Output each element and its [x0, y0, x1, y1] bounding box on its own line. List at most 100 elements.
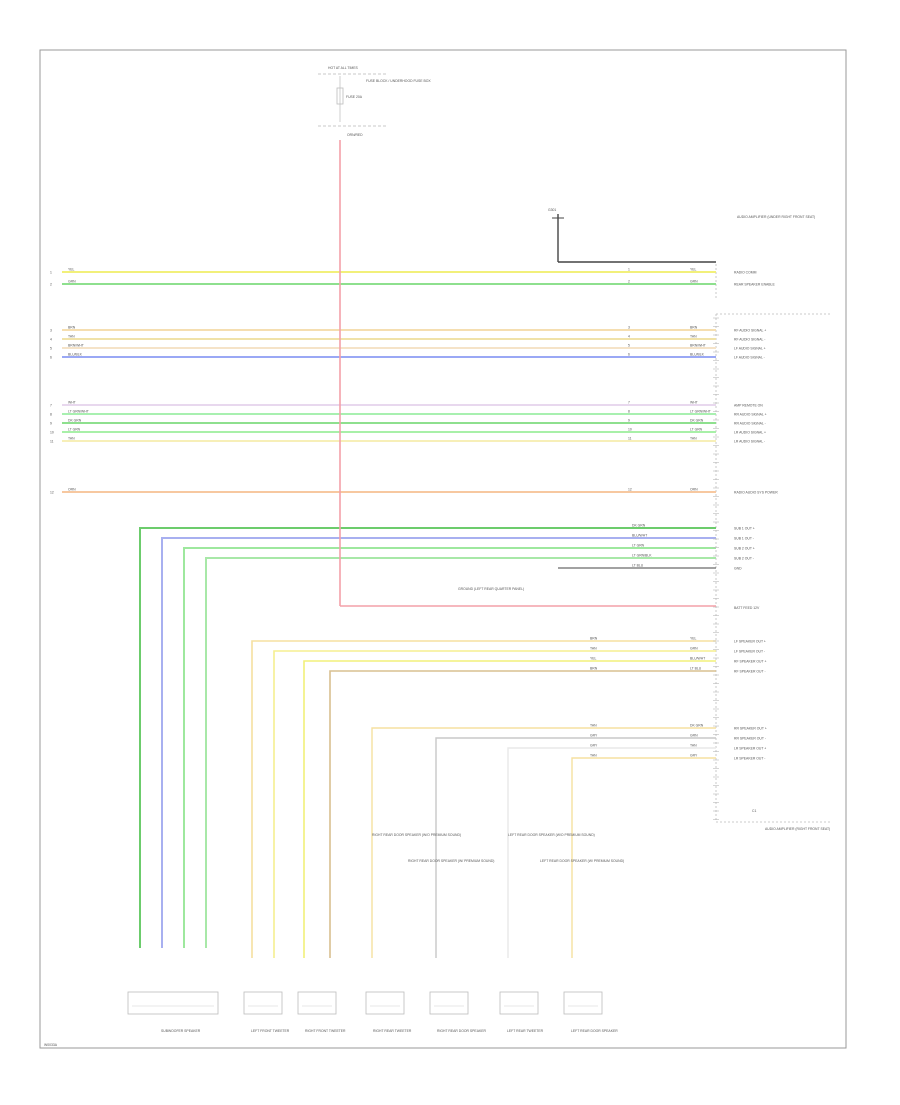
input-wire-number-3: 3: [50, 329, 52, 333]
amp-note-top: AUDIO AMPLIFIER (UNDER RIGHT FRONT SEAT): [737, 215, 815, 219]
lr-door-speaker-body: [563, 991, 603, 1015]
fuse-note: FUSE BLOCK / UNDERHOOD FUSE BOX: [366, 79, 431, 83]
subwoofer-wire-color-1: DK GRN: [632, 524, 646, 528]
input-wire-code-1: 1: [628, 268, 630, 272]
input-wire-color-left-8: LT GRN/WHT: [68, 410, 89, 414]
component-subwoofer: SUBWOOFER SPEAKER: [127, 991, 219, 1033]
subwoofer-body: [127, 991, 219, 1015]
subwoofer-wire-function-5: GND: [734, 567, 742, 571]
front-speaker-wire-function-3: RF SPEAKER OUT +: [734, 660, 766, 664]
ground-connection: G301 AUDIO AMPLIFIER (UNDER RIGHT FRONT …: [548, 208, 815, 263]
input-wire-color-left-3: BRN: [68, 326, 76, 330]
rear-speaker-wire-color-2: GRY: [590, 734, 598, 738]
input-wire-color-right-2: GRN: [690, 280, 698, 284]
input-wire-function-9: RR AUDIO SIGNAL -: [734, 422, 766, 426]
component-layer: SUBWOOFER SPEAKER LEFT FRONT TWEETER RIGHT…: [127, 991, 618, 1033]
component-rf-tweeter: RIGHT FRONT TWEETER: [297, 991, 346, 1033]
input-wire-code-10: 10: [628, 428, 632, 432]
input-wire-color-right-9: DK GRN: [690, 419, 704, 423]
power-wire: BATT FEED 12V: [339, 140, 760, 610]
input-wire-color-left-5: BRN/WHT: [68, 344, 84, 348]
rear-speaker-wire-function-2: RR SPEAKER OUT -: [734, 737, 766, 741]
rear-speaker-wire-right-4: GRY: [690, 754, 698, 758]
input-wire-function-7: AMP REMOTE ON: [734, 404, 763, 408]
input-wire-function-6: LF AUDIO SIGNAL -: [734, 356, 765, 360]
input-wire-code-7: 7: [628, 401, 630, 405]
fuse-label: HOT AT ALL TIMES: [328, 66, 359, 70]
input-wire-color-right-10: LT GRN: [690, 428, 703, 432]
rear-speaker-wire-color-4: TAN: [590, 754, 597, 758]
subwoofer-wire-color-4: LT GRN/BLK: [632, 554, 652, 558]
subwoofer-wire-function-4: SUB 2 OUT -: [734, 557, 754, 561]
input-wire-number-2: 2: [50, 283, 52, 287]
front-speaker-wire-function-1: LF SPEAKER OUT +: [734, 640, 766, 644]
rf-tweeter-label: RIGHT FRONT TWEETER: [305, 1029, 346, 1033]
input-wire-color-left-9: DK GRN: [68, 419, 82, 423]
input-wire-function-4: RF AUDIO SIGNAL -: [734, 338, 765, 342]
input-wire-number-12: 12: [50, 491, 54, 495]
input-wire-number-7: 7: [50, 404, 52, 408]
input-wire-code-5: 5: [628, 344, 630, 348]
connector-label: C1: [752, 809, 756, 813]
front-speaker-wire-2: [273, 650, 716, 958]
input-wire-code-12: 12: [628, 488, 632, 492]
rr-tweeter-body: [365, 991, 405, 1015]
input-wire-number-11: 11: [50, 440, 54, 444]
rear-speaker-wire-right-3: TAN: [690, 744, 697, 748]
lf-tweeter-label: LEFT FRONT TWEETER: [251, 1029, 290, 1033]
subwoofer-wire-3: [183, 547, 716, 948]
input-wire-color-left-4: TAN: [68, 335, 75, 339]
rear-speaker-wire-right-1: DK GRN: [690, 724, 704, 728]
front-speaker-wire-function-4: RF SPEAKER OUT -: [734, 670, 766, 674]
input-wire-color-right-12: ORN: [690, 488, 698, 492]
input-wire-color-left-12: ORN: [68, 488, 76, 492]
subwoofer-wire-function-2: SUB 1 OUT -: [734, 537, 754, 541]
lr-tweeter-body: [499, 991, 539, 1015]
subwoofer-wire-4: [205, 557, 716, 948]
ground-marker: G301: [548, 208, 556, 212]
input-wire-color-left-10: LT GRN: [68, 428, 81, 432]
subwoofer-wire-1: [139, 527, 716, 948]
door-note-2: RIGHT REAR DOOR SPEAKER (W/ PREMIUM SOUN…: [408, 859, 494, 863]
amp-note-bottom: AUDIO AMPLIFIER (RIGHT FRONT SEAT): [765, 827, 830, 831]
fuse-wire-label: ORN/RED: [347, 133, 363, 137]
input-wire-color-right-1: YEL: [690, 268, 697, 272]
fuse-id: FUSE 20A: [346, 95, 363, 99]
input-wire-code-2: 2: [628, 280, 630, 284]
subwoofer-wire-color-3: LT GRN: [632, 544, 645, 548]
input-wire-function-11: LR AUDIO SIGNAL -: [734, 440, 765, 444]
input-wire-color-left-1: YEL: [68, 268, 75, 272]
input-wire-color-right-6: BLU/BLK: [690, 353, 705, 357]
diagram-frame: [39, 49, 847, 1049]
rf-tweeter-body: [297, 991, 337, 1015]
component-rr-tweeter: RIGHT REAR TWEETER: [365, 991, 412, 1033]
front-speaker-wire-right-3: BLU/WHT: [690, 657, 705, 661]
front-speaker-wire-right-4: LT BLU: [690, 667, 702, 671]
input-wire-number-5: 5: [50, 347, 52, 351]
footer-code: W0033A: [44, 1043, 58, 1047]
component-lf-tweeter: LEFT FRONT TWEETER: [243, 991, 290, 1033]
front-speaker-wire-color-2: TAN: [590, 647, 597, 651]
power-label: BATT FEED 12V: [734, 606, 760, 610]
input-wire-color-left-2: GRN: [68, 280, 76, 284]
rear-speaker-wire-function-3: LR SPEAKER OUT +: [734, 747, 766, 751]
ground-note: GROUND (LEFT REAR QUARTER PANEL): [458, 587, 524, 591]
input-wire-number-6: 6: [50, 356, 52, 360]
front-speaker-wire-right-1: YEL: [690, 637, 697, 641]
subwoofer-wire-color-5: LT BLU: [632, 564, 644, 568]
rear-speaker-wire-function-4: LR SPEAKER OUT -: [734, 757, 765, 761]
input-wire-code-3: 3: [628, 326, 630, 330]
input-wire-number-1: 1: [50, 271, 52, 275]
subwoofer-label: SUBWOOFER SPEAKER: [161, 1029, 201, 1033]
input-wire-function-5: LF AUDIO SIGNAL +: [734, 347, 766, 351]
subwoofer-wire-function-1: SUB 1 OUT +: [734, 527, 755, 531]
component-rr-door-speaker: RIGHT REAR DOOR SPEAKER: [429, 991, 486, 1033]
input-wire-color-right-3: BRN: [690, 326, 698, 330]
input-wire-code-6: 6: [628, 353, 630, 357]
input-wire-function-10: LR AUDIO SIGNAL +: [734, 431, 766, 435]
input-wire-number-9: 9: [50, 422, 52, 426]
input-wire-color-left-7: WHT: [68, 401, 76, 405]
input-wire-function-3: RF AUDIO SIGNAL +: [734, 329, 766, 333]
input-wire-function-8: RR AUDIO SIGNAL +: [734, 413, 767, 417]
